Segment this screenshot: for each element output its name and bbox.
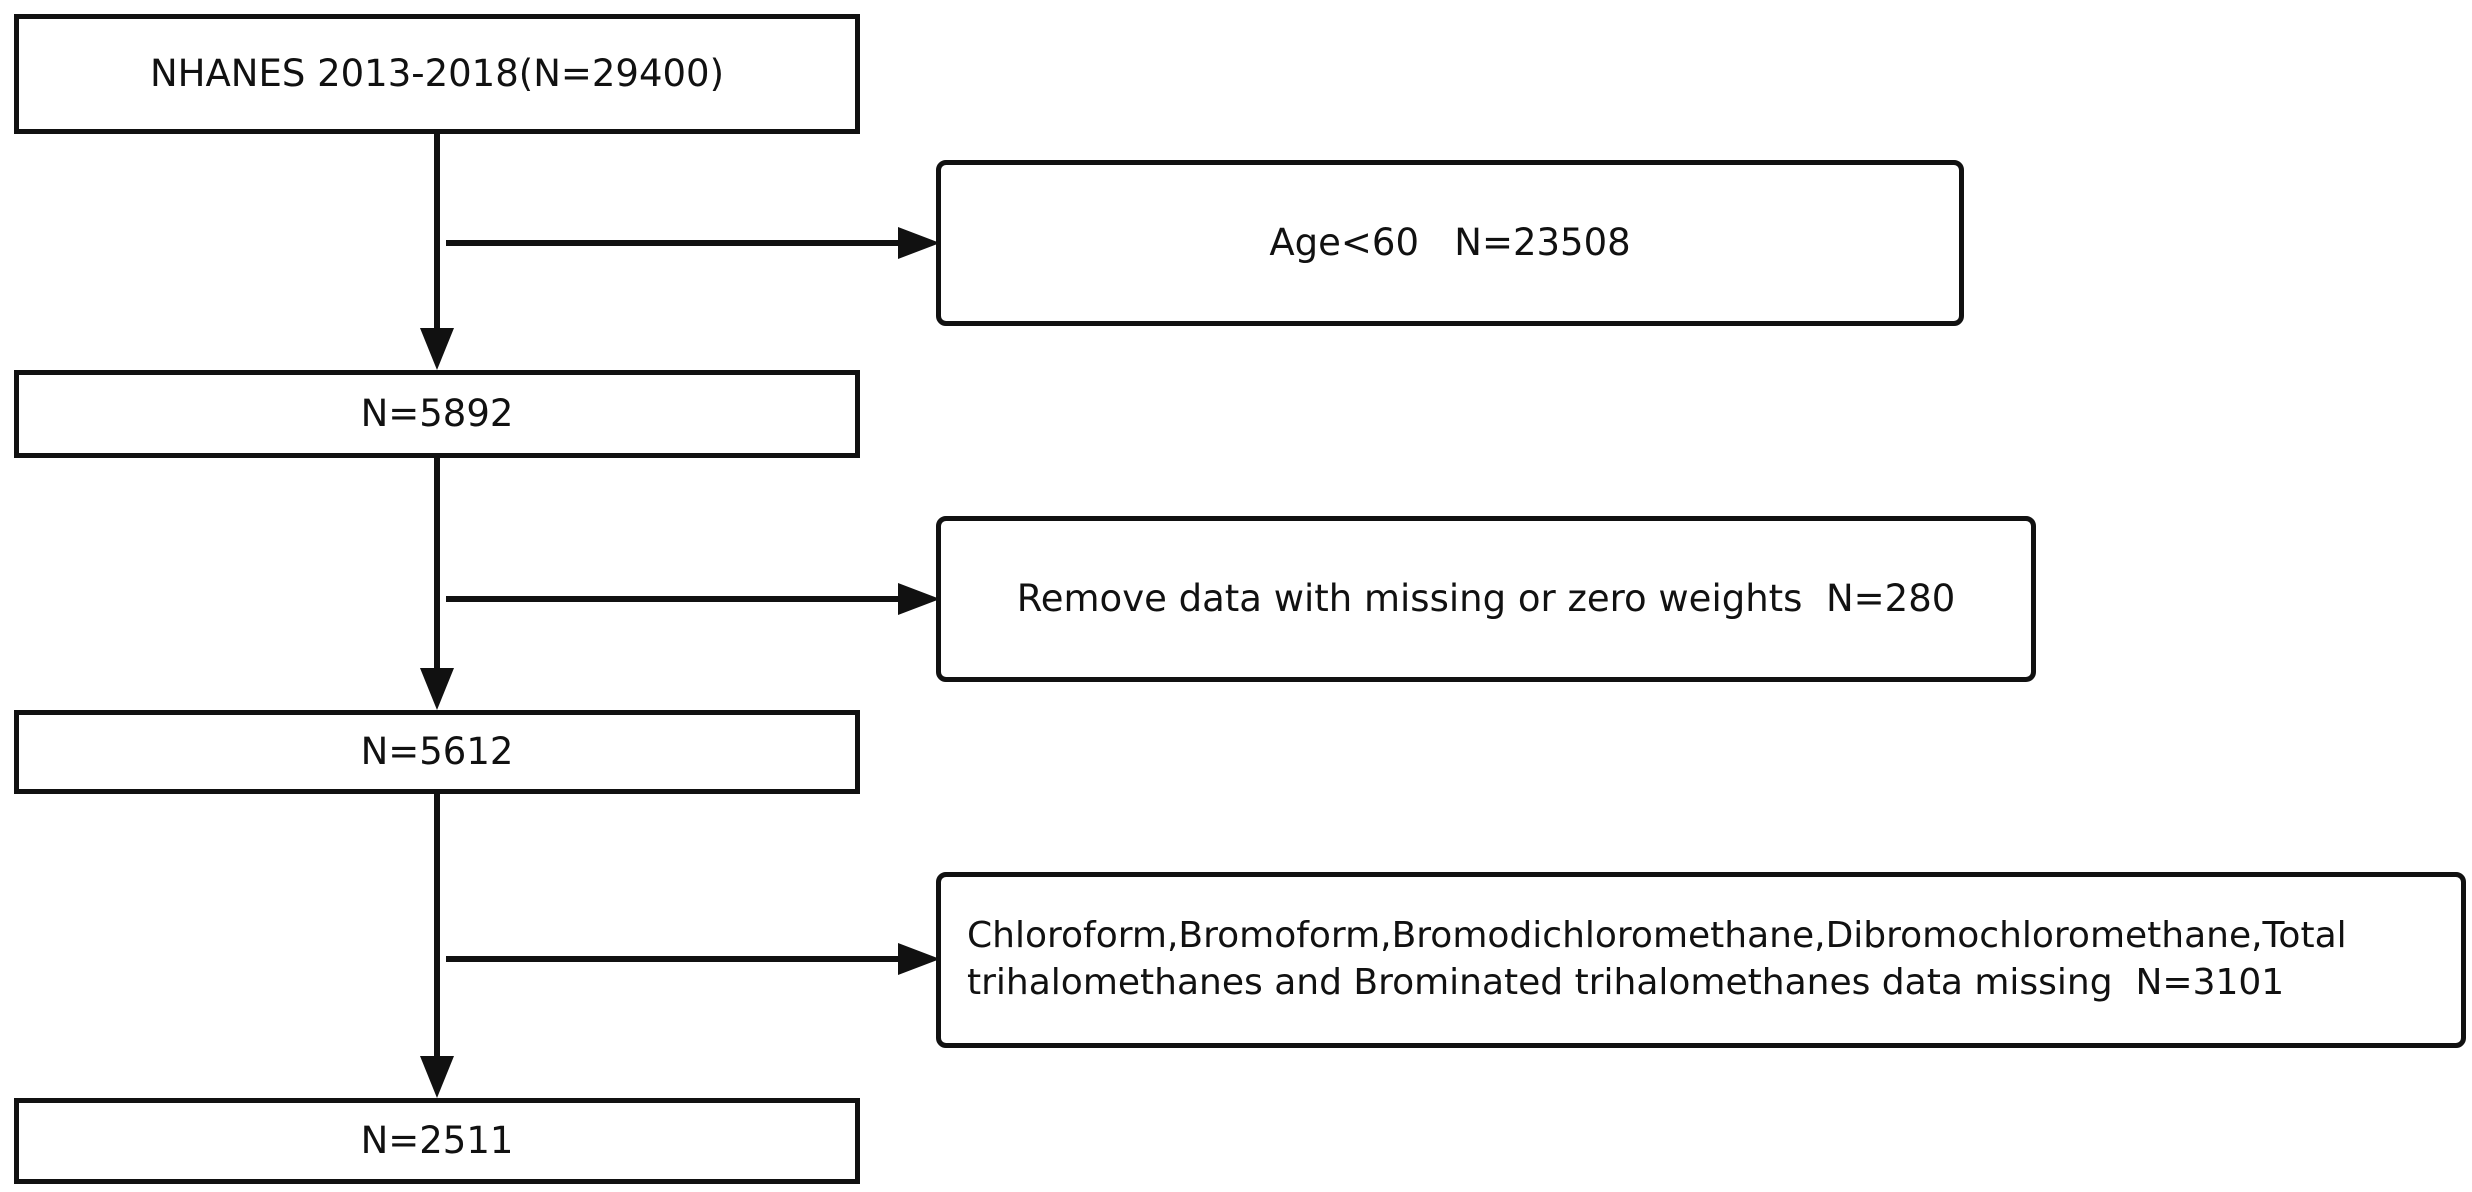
box-n-5612: N=5612 <box>14 710 860 794</box>
arrowhead-down-3 <box>420 1056 454 1098</box>
exclusion-box-trihalomethanes: Chloroform,Bromoform,Bromodichloromethan… <box>936 872 2466 1048</box>
box-n-2511: N=2511 <box>14 1098 860 1184</box>
exclusion-arrows <box>446 227 940 975</box>
box-nhanes-total: NHANES 2013-2018(N=29400) <box>14 14 860 134</box>
exclusion-box-age: Age<60 N=23508 <box>936 160 1964 326</box>
main-flow-arrows <box>420 134 454 1098</box>
arrowhead-down-2 <box>420 668 454 710</box>
box-n-2511-label: N=2511 <box>360 1118 514 1162</box>
box-nhanes-total-label: NHANES 2013-2018(N=29400) <box>149 51 725 95</box>
exclusion-box-trihalomethanes-line-1: Chloroform,Bromoform,Bromodichloromethan… <box>967 915 2347 957</box>
arrowhead-right-3 <box>898 943 940 975</box>
box-n-5612-label: N=5612 <box>360 729 514 773</box>
arrowhead-right-1 <box>898 227 940 259</box>
exclusion-box-weights: Remove data with missing or zero weights… <box>936 516 2036 682</box>
exclusion-box-age-label: Age<60 N=23508 <box>1269 220 1631 264</box>
box-n-5892-label: N=5892 <box>360 391 514 435</box>
box-n-5892: N=5892 <box>14 370 860 458</box>
arrowhead-right-2 <box>898 583 940 615</box>
exclusion-box-weights-label: Remove data with missing or zero weights… <box>1016 576 1956 620</box>
arrowhead-down-1 <box>420 328 454 370</box>
exclusion-box-trihalomethanes-line-2: trihalomethanes and Brominated trihalome… <box>967 962 2285 1003</box>
exclusion-box-trihalomethanes-text: Chloroform,Bromoform,Bromodichloromethan… <box>967 913 2347 1007</box>
